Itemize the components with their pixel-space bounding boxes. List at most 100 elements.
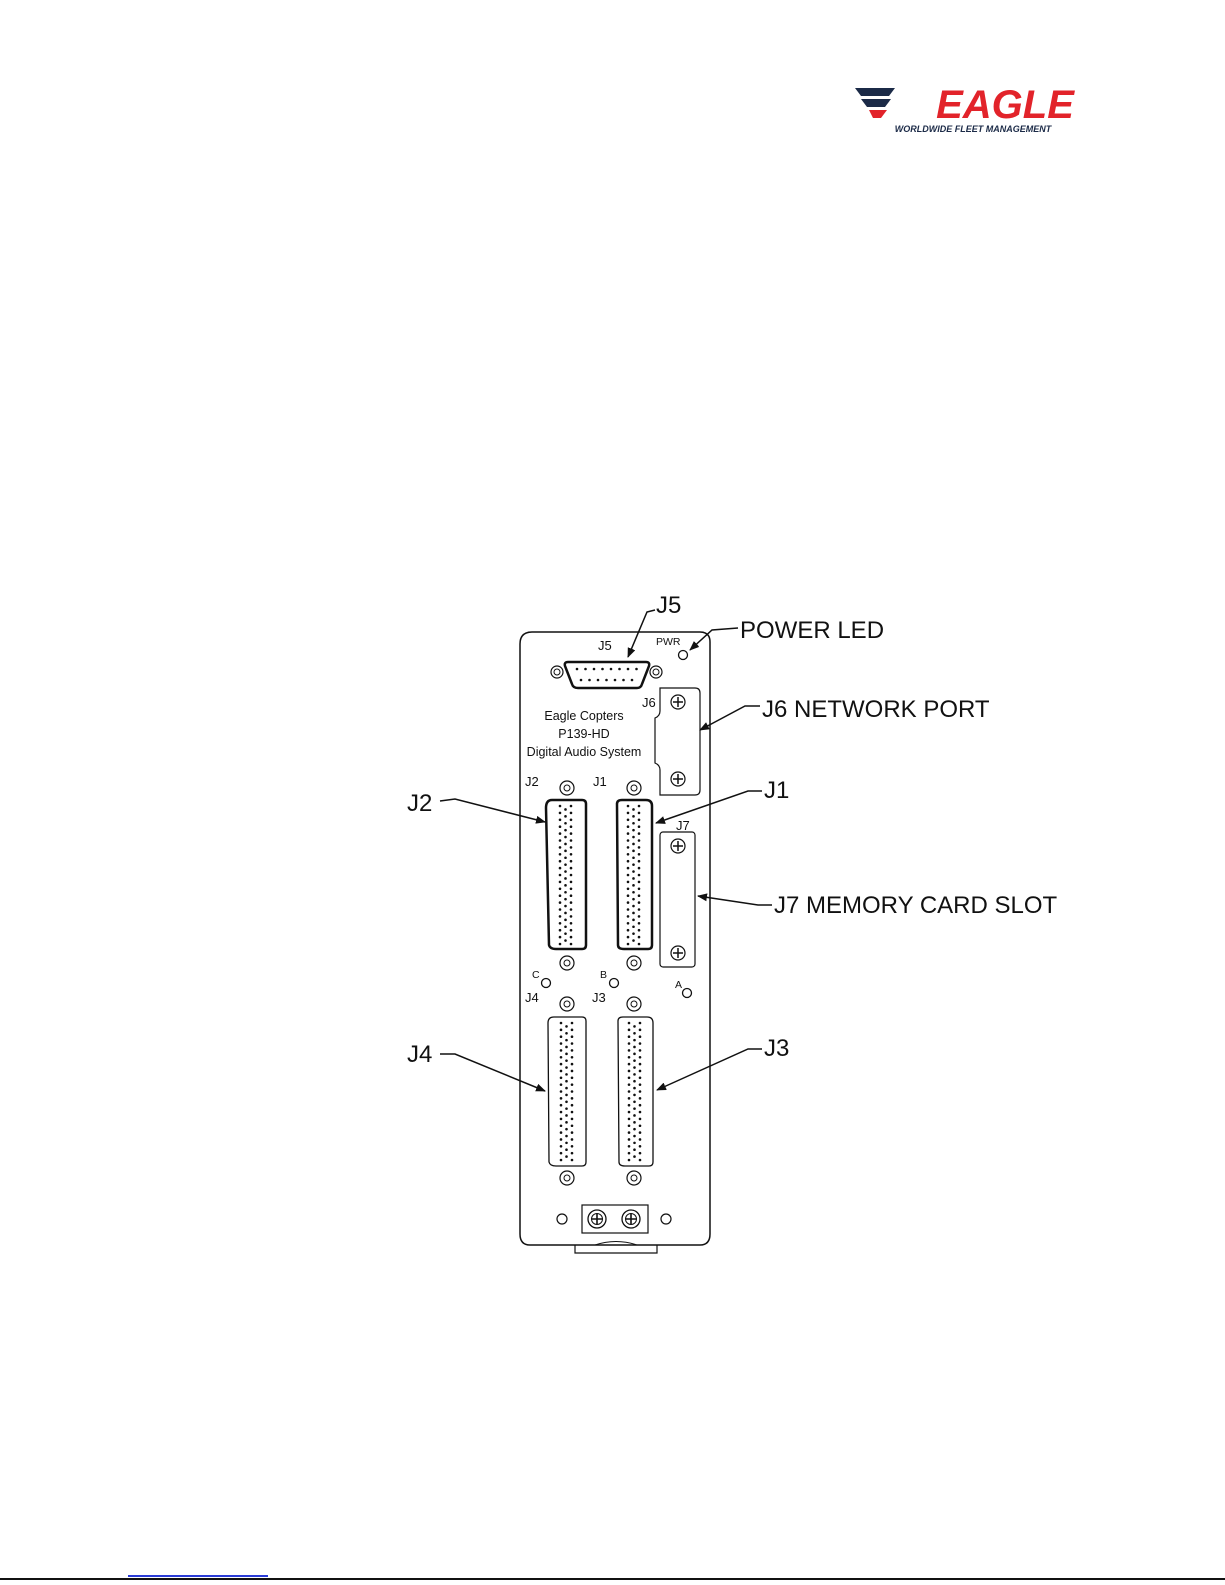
connector-pin bbox=[632, 891, 635, 894]
j7-memory-card-slot bbox=[660, 832, 695, 967]
connector-pin bbox=[639, 1131, 642, 1134]
footer-link-underline[interactable] bbox=[128, 1575, 268, 1577]
connector-pin bbox=[638, 860, 641, 863]
connector-pin bbox=[560, 1131, 563, 1134]
connector-pin bbox=[571, 1111, 574, 1114]
connector-pin bbox=[631, 679, 634, 682]
connector-pin bbox=[571, 1138, 574, 1141]
connector-pin bbox=[571, 1042, 574, 1045]
leader-j5 bbox=[628, 610, 655, 657]
callout-j1: J1 bbox=[764, 777, 789, 804]
connector-pin bbox=[627, 894, 630, 897]
connector-pin bbox=[565, 1121, 568, 1124]
j6-screw-top-icon bbox=[671, 695, 685, 709]
connector-pin bbox=[628, 1111, 631, 1114]
connector-pin bbox=[559, 812, 562, 815]
connector-pin bbox=[639, 1035, 642, 1038]
connector-pin bbox=[571, 1131, 574, 1134]
connector-pin bbox=[639, 1152, 642, 1155]
connector-pin bbox=[564, 822, 567, 825]
connector-pin bbox=[633, 1080, 636, 1083]
connector-pin bbox=[638, 901, 641, 904]
connector-pin bbox=[560, 1035, 563, 1038]
connector-pin bbox=[570, 860, 573, 863]
ground-stud-block bbox=[557, 1205, 671, 1233]
connector-pin bbox=[571, 1145, 574, 1148]
connector-pin bbox=[559, 888, 562, 891]
led-label-a: A bbox=[675, 979, 682, 991]
connector-pin bbox=[638, 908, 641, 911]
connector-pin bbox=[571, 1083, 574, 1086]
leader-j2 bbox=[440, 799, 545, 822]
connector-pin bbox=[564, 884, 567, 887]
connector-pin bbox=[614, 679, 617, 682]
connector-pin bbox=[564, 856, 567, 859]
connector-pin bbox=[570, 929, 573, 932]
connector-pin bbox=[565, 1135, 568, 1138]
connector-pin bbox=[633, 1059, 636, 1062]
connector-pin bbox=[559, 846, 562, 849]
connector-pin bbox=[570, 867, 573, 870]
connector-pin bbox=[638, 915, 641, 918]
connector-pin bbox=[633, 1114, 636, 1117]
connector-pin bbox=[633, 1155, 636, 1158]
connector-pin bbox=[633, 1100, 636, 1103]
connector-pin bbox=[571, 1070, 574, 1073]
connector-pin bbox=[628, 1063, 631, 1066]
connector-pin bbox=[639, 1070, 642, 1073]
led-label-b: B bbox=[600, 969, 607, 981]
connector-pin bbox=[565, 1073, 568, 1076]
connector-pin bbox=[638, 832, 641, 835]
connector-pin bbox=[570, 881, 573, 884]
connector-pin bbox=[559, 901, 562, 904]
callout-j7: J7 MEMORY CARD SLOT bbox=[774, 892, 1058, 919]
connector-pin bbox=[559, 825, 562, 828]
connector-pin bbox=[628, 1118, 631, 1121]
j4-connector bbox=[548, 997, 586, 1185]
connector-pin bbox=[638, 867, 641, 870]
led-label-c: C bbox=[532, 969, 540, 981]
connector-pin bbox=[560, 1097, 563, 1100]
j1-connector bbox=[617, 781, 652, 970]
connector-pin bbox=[580, 679, 583, 682]
connector-pin bbox=[632, 919, 635, 922]
connector-pin bbox=[632, 870, 635, 873]
connector-pin bbox=[627, 668, 630, 671]
connector-pin bbox=[639, 1029, 642, 1032]
connector-pin bbox=[632, 863, 635, 866]
connector-pin bbox=[639, 1090, 642, 1093]
connector-pin bbox=[559, 881, 562, 884]
connector-pin bbox=[618, 668, 621, 671]
connector-pin bbox=[565, 1087, 568, 1090]
connector-pin bbox=[570, 839, 573, 842]
connector-pin bbox=[638, 825, 641, 828]
connector-pin bbox=[628, 1131, 631, 1134]
ground-screw-left-icon bbox=[588, 1210, 606, 1228]
connector-pin bbox=[633, 1025, 636, 1028]
connector-pin bbox=[627, 812, 630, 815]
connector-pin bbox=[560, 1070, 563, 1073]
connector-pin bbox=[559, 805, 562, 808]
connector-pin bbox=[571, 1022, 574, 1025]
connector-pin bbox=[560, 1042, 563, 1045]
connector-pin bbox=[559, 867, 562, 870]
callout-j4: J4 bbox=[407, 1041, 432, 1068]
connector-pin bbox=[638, 819, 641, 822]
connector-pin bbox=[628, 1138, 631, 1141]
connector-pin bbox=[559, 874, 562, 877]
connector-pin bbox=[570, 908, 573, 911]
connector-pin bbox=[560, 1145, 563, 1148]
connector-pin bbox=[564, 870, 567, 873]
connector-pin bbox=[638, 894, 641, 897]
connector-pin bbox=[627, 819, 630, 822]
j6-screw-bottom-icon bbox=[671, 772, 685, 786]
connector-pin bbox=[627, 881, 630, 884]
connector-pin bbox=[627, 936, 630, 939]
connector-pin bbox=[559, 819, 562, 822]
connector-pin bbox=[638, 853, 641, 856]
j2-connector bbox=[546, 781, 586, 970]
connector-pin bbox=[570, 819, 573, 822]
connector-pin bbox=[565, 1094, 568, 1097]
connector-pin bbox=[632, 808, 635, 811]
connector-pin bbox=[559, 936, 562, 939]
